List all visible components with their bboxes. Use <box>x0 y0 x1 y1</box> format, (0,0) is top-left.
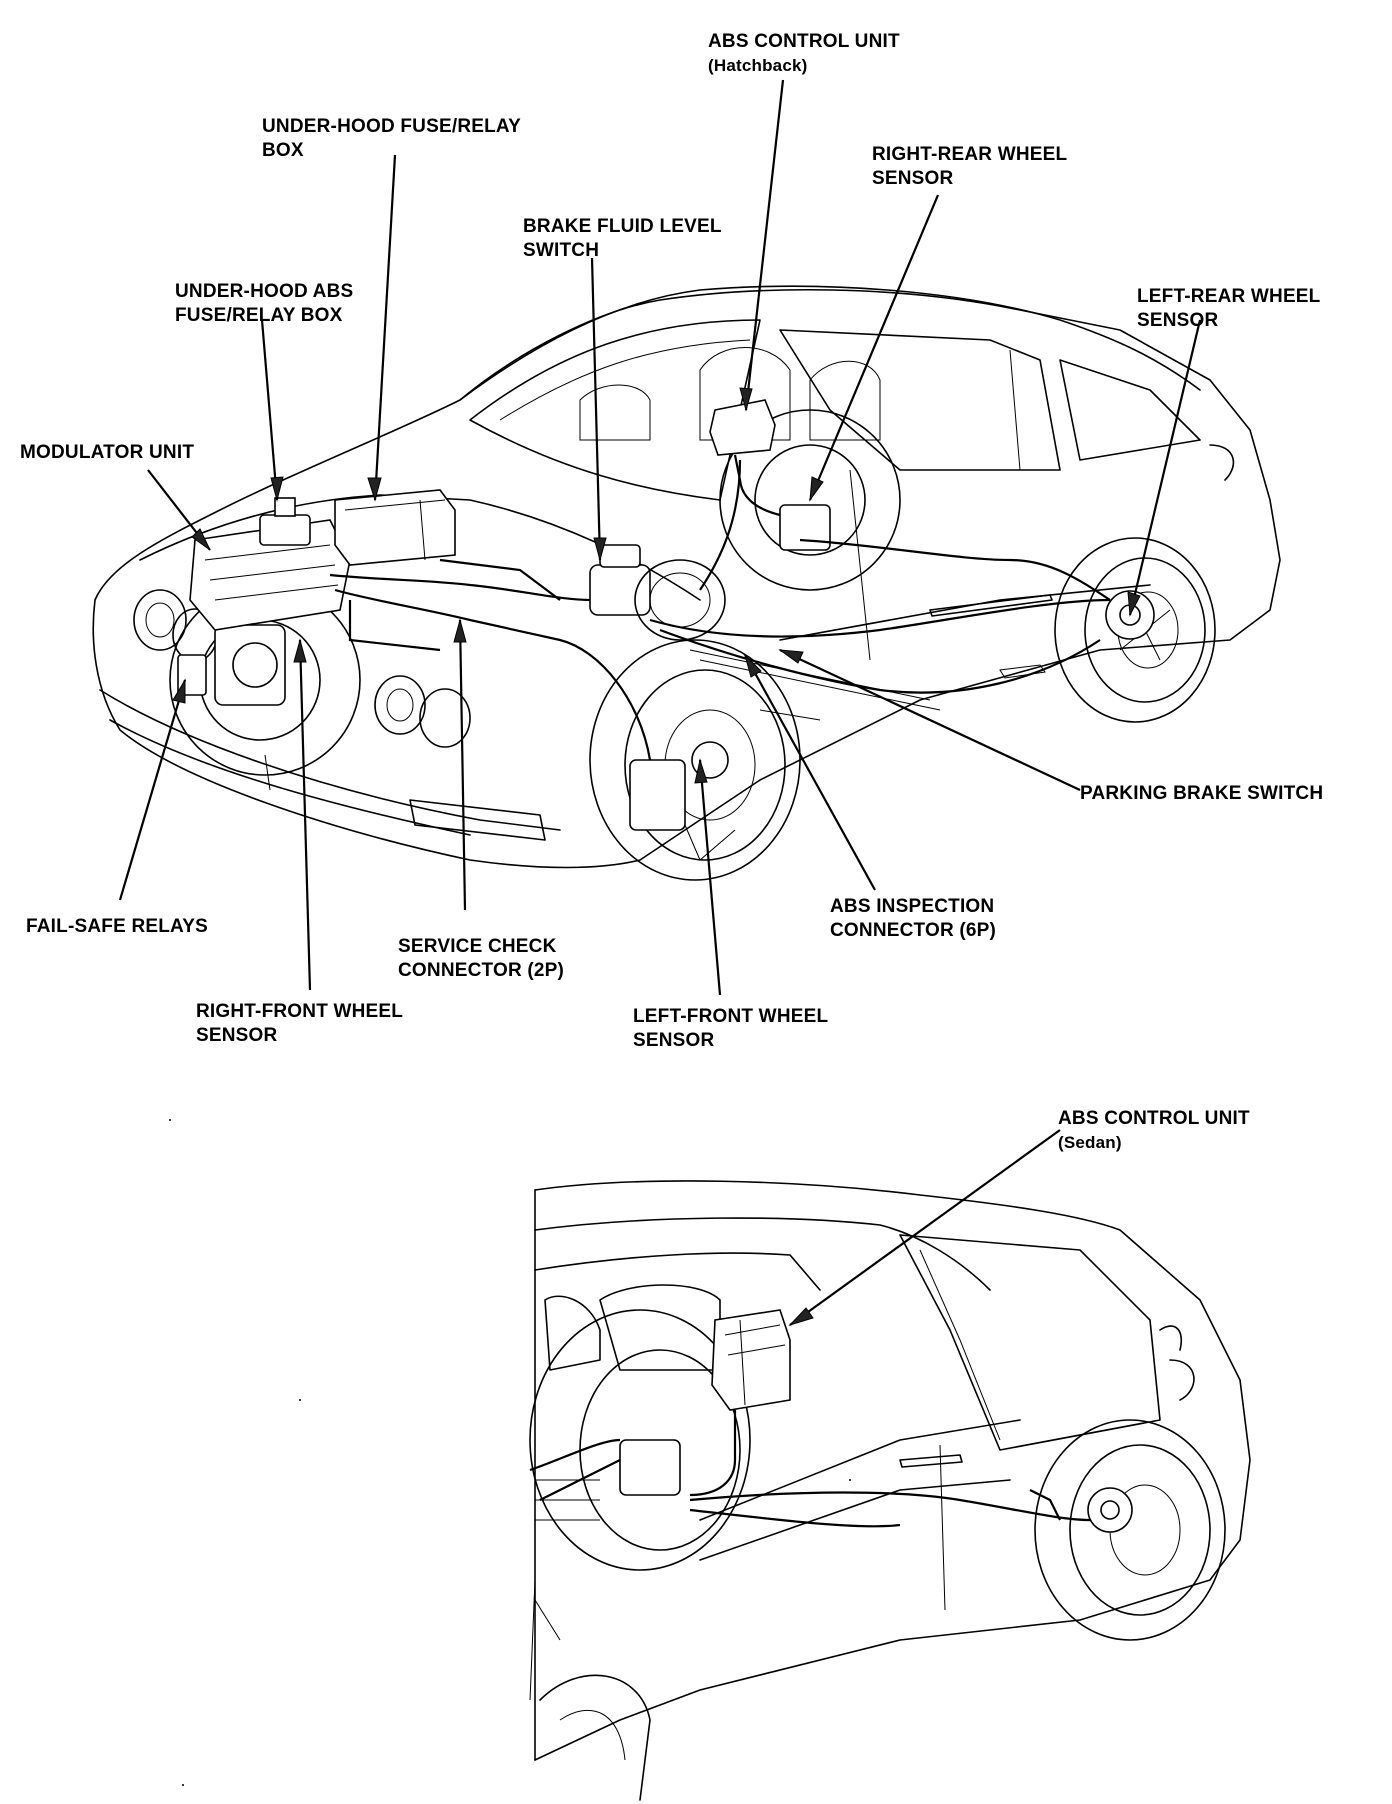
label-parking-brake-switch: PARKING BRAKE SWITCH <box>1080 783 1324 804</box>
leader-under-hood-abs-fuse-relay-box <box>260 319 279 501</box>
label-brake-fluid-level-switch: BRAKE FLUID LEVEL SWITCH <box>523 216 722 261</box>
label-under-hood-abs-fuse-relay-box: UNDER-HOOD ABS FUSE/RELAY BOX <box>175 281 354 326</box>
arrowheads <box>172 387 1141 1327</box>
label-right-front-wheel-sensor: RIGHT-FRONT WHEEL SENSOR <box>196 1001 404 1046</box>
leader-left-rear-wheel-sensor <box>1128 319 1202 616</box>
label-fail-safe-relays: FAIL-SAFE RELAYS <box>26 916 208 937</box>
leader-under-hood-fuse-relay-box <box>373 154 397 501</box>
leader-abs-control-unit-sedan <box>789 1129 1061 1326</box>
leader-parking-brake-switch <box>779 649 1081 791</box>
label-abs-control-unit-hatchback: ABS CONTROL UNIT (Hatchback) <box>708 31 900 75</box>
leader-right-front-wheel-sensor <box>298 639 312 991</box>
label-under-hood-fuse-relay-box: UNDER-HOOD FUSE/RELAY BOX <box>262 116 521 161</box>
leader-left-front-wheel-sensor <box>698 759 722 996</box>
hatchback-car-drawing <box>92 285 1281 881</box>
leader-brake-fluid-level-switch <box>590 257 602 561</box>
leader-abs-control-unit-hatchback <box>744 79 785 411</box>
label-abs-control-unit-sedan: ABS CONTROL UNIT (Sedan) <box>1058 1108 1250 1152</box>
leader-lines <box>118 79 1202 1326</box>
label-modulator-unit: MODULATOR UNIT <box>20 442 195 463</box>
leader-service-check-connector <box>458 619 467 911</box>
label-left-front-wheel-sensor: LEFT-FRONT WHEEL SENSOR <box>633 1006 829 1051</box>
label-left-rear-wheel-sensor: LEFT-REAR WHEEL SENSOR <box>1137 286 1321 331</box>
label-abs-inspection-connector: ABS INSPECTION CONNECTOR (6P) <box>830 896 997 941</box>
label-service-check-connector: SERVICE CHECK CONNECTOR (2P) <box>398 936 565 981</box>
label-right-rear-wheel-sensor: RIGHT-REAR WHEEL SENSOR <box>872 144 1068 189</box>
leader-fail-safe-relays <box>118 679 187 901</box>
sedan-detail-drawing <box>529 1180 1251 1801</box>
leader-abs-inspection-connector <box>744 654 876 891</box>
leader-right-rear-wheel-sensor <box>808 194 940 501</box>
